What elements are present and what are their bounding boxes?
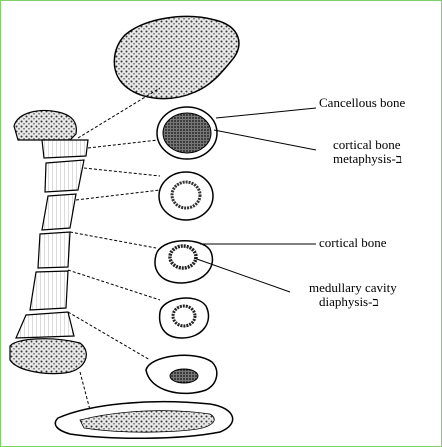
shaft-slice-5 [15,311,75,339]
epiphysis-slice [13,109,77,141]
cross-section-diaphysis [154,239,214,284]
cross-section-1 [158,171,214,221]
label-cortical-bone-2: cortical bone [319,235,387,250]
shaft-slice-2 [41,193,77,231]
cancellous-section-large [113,15,240,100]
cross-section-2 [158,297,210,339]
label-metaphysis: metaphysis-ב [333,151,402,166]
shaft-slice-3 [37,231,71,269]
cross-section-metaphysis [156,106,218,160]
distal-slice [9,338,87,375]
label-diaphysis: diaphysis-ב [319,294,379,309]
shaft-slice-4 [29,270,69,311]
label-cortical-bone-1: cortical bone [333,137,401,152]
leader-lines [193,107,317,293]
connector-lines [67,87,161,411]
shaft-slice-1 [44,159,85,193]
label-cancellous-bone: Cancellous bone [319,95,406,110]
cross-section-bottom [54,400,234,440]
bone-slices [9,109,89,375]
cross-section-3 [145,354,218,395]
metaphysis-slice [41,139,89,159]
label-medullary-cavity: medullary cavity [309,280,397,295]
